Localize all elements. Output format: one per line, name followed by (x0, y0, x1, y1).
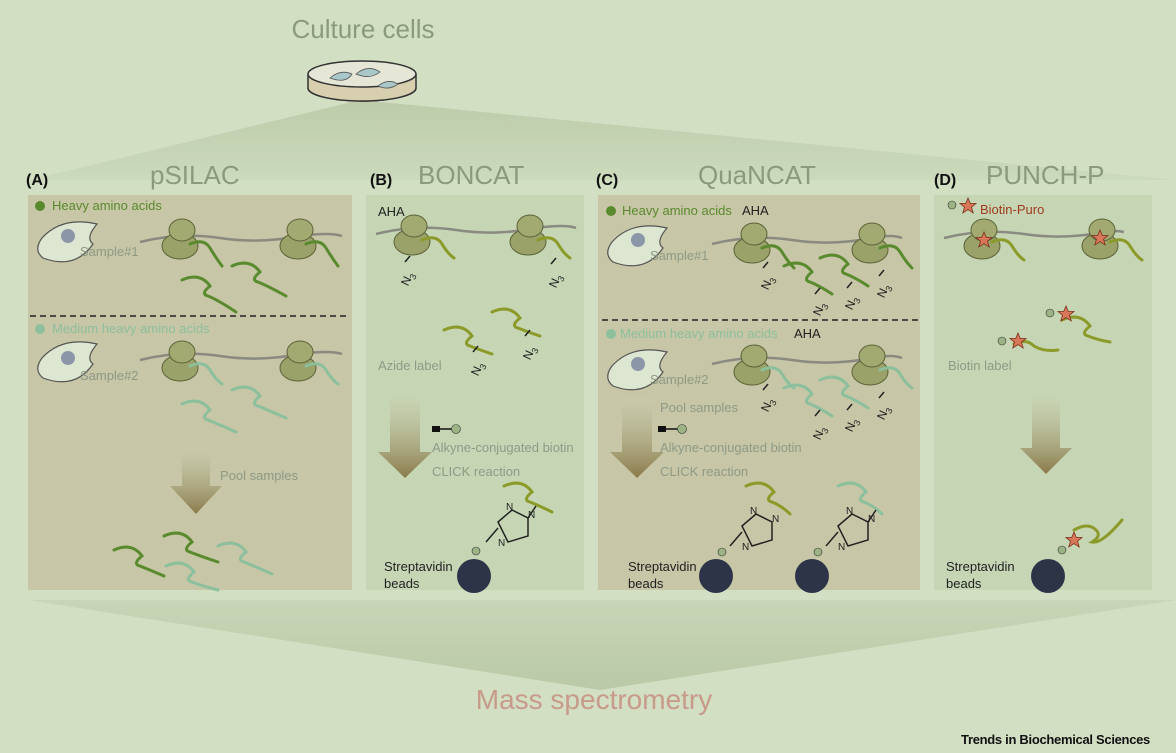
svg-text:N: N (742, 542, 749, 553)
heavy-aa-label: Heavy amino acids (52, 198, 162, 213)
aha-label: AHA (742, 203, 769, 218)
sample2-label: Sample#2 (80, 368, 139, 383)
mass-spec-title: Mass spectrometry (475, 684, 713, 715)
aha-label: AHA (794, 326, 821, 341)
bead-d (1031, 559, 1065, 593)
panel-d-title: PUNCH-P (986, 160, 1105, 190)
alkyne-biotin-icon (658, 424, 687, 434)
svg-text:N: N (846, 506, 853, 517)
sample1-label: Sample#1 (80, 244, 139, 259)
fan-top (30, 100, 1176, 180)
panel-b-title: BONCAT (418, 160, 525, 190)
click-reaction-label: CLICK reaction (432, 464, 521, 479)
click-arrow-c (610, 398, 664, 478)
svg-text:N: N (528, 510, 535, 521)
panel-b-bg (366, 195, 584, 590)
triazole-ring (485, 505, 877, 547)
culture-cells-title: Culture cells (291, 14, 435, 44)
cell-c2 (607, 349, 669, 391)
sample1-label: Sample#1 (650, 248, 709, 263)
bead-c1 (699, 559, 733, 593)
panel-a-label: (A) (26, 172, 49, 189)
azide-stubs (404, 255, 885, 417)
sample2-label: Sample#2 (650, 372, 709, 387)
svg-text:N: N (750, 506, 757, 517)
medium-dot-a (35, 324, 45, 334)
journal-credit: Trends in Biochemical Sciences (961, 732, 1150, 747)
pool-samples-label: Pool samples (220, 468, 299, 483)
panel-c-label: (C) (596, 172, 619, 189)
panel-d-bg (934, 195, 1152, 590)
heavy-peptides (112, 240, 914, 578)
streptavidin-beads-label: Streptavidin beads (628, 559, 697, 591)
cell-a2 (37, 341, 99, 383)
petri-dish (307, 60, 417, 102)
pool-samples-label: Pool samples (660, 400, 739, 415)
panel-d-label: (D) (934, 172, 957, 189)
svg-text:N: N (868, 514, 875, 525)
medium-aa-label: Medium heavy amino acids (52, 321, 210, 336)
svg-text:N: N (498, 538, 505, 549)
cell-a1 (37, 221, 99, 263)
cell-c1 (607, 225, 669, 267)
heavy-aa-label: Heavy amino acids (622, 203, 732, 218)
triazole-n-labels: N N N N N N N N N (498, 502, 875, 553)
panel-a-bg (28, 195, 352, 590)
aha-label: AHA (378, 204, 405, 219)
biotin-label: Biotin label (948, 358, 1012, 373)
panel-b-label: (B) (370, 172, 393, 189)
alkyne-biotin-label: Alkyne-conjugated biotin (660, 440, 802, 455)
biotin-puro-label: Biotin-Puro (980, 202, 1045, 217)
heavy-dot-c (606, 206, 616, 216)
medium-aa-label: Medium heavy amino acids (620, 326, 778, 341)
bead-b (457, 559, 491, 593)
fan-bottom (28, 600, 1176, 690)
alkyne-biotin-label: Alkyne-conjugated biotin (432, 440, 574, 455)
panel-a-title: pSILAC (150, 160, 240, 190)
bead-c2 (795, 559, 829, 593)
streptavidin-beads-label: Streptavidin beads (946, 559, 1015, 591)
streptavidin-beads-label: Streptavidin beads (384, 559, 453, 591)
svg-text:N: N (506, 502, 513, 513)
medium-peptides (164, 362, 914, 592)
alkyne-biotin-icon (432, 424, 461, 434)
svg-text:N: N (838, 542, 845, 553)
svg-text:N: N (772, 514, 779, 525)
panel-c-title: QuaNCAT (698, 160, 816, 190)
linker-dots (471, 200, 1067, 557)
click-arrow-b (378, 398, 432, 478)
azide-label: Azide label (378, 358, 442, 373)
pull-arrow-d (1020, 398, 1072, 474)
heavy-dot-a (35, 201, 45, 211)
click-reaction-label: CLICK reaction (660, 464, 749, 479)
medium-dot-c (606, 329, 616, 339)
pool-arrow-a (170, 448, 222, 514)
